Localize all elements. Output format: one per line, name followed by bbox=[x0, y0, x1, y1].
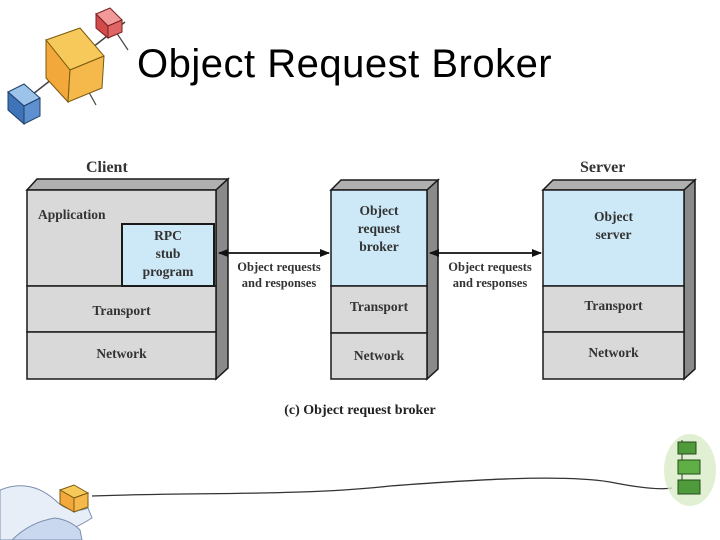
server-box bbox=[541, 178, 697, 381]
link-label-broker-server: Object requests and responses bbox=[439, 259, 541, 291]
broker-transport-label: Transport bbox=[349, 299, 409, 314]
slide-title: Object Request Broker bbox=[137, 42, 553, 86]
client-transport-label: Transport bbox=[92, 303, 151, 318]
link-label-client-broker: Object requests and responses bbox=[229, 259, 329, 291]
broker-box bbox=[329, 178, 440, 381]
client-application-label: Application bbox=[38, 207, 106, 222]
orb-diagram bbox=[25, 177, 697, 381]
client-stub-label: RPC stub program bbox=[142, 228, 194, 279]
cube-clipart-icon bbox=[7, 7, 129, 126]
client-title: Client bbox=[86, 159, 128, 176]
broker-name-label: Object request broker bbox=[357, 203, 401, 254]
server-name-label: Object server bbox=[594, 209, 633, 242]
diagram-caption: (c) Object request broker bbox=[284, 403, 436, 418]
client-network-label: Network bbox=[96, 346, 147, 361]
client-box bbox=[25, 177, 230, 381]
server-network-label: Network bbox=[588, 345, 639, 360]
server-title: Server bbox=[580, 159, 626, 176]
server-transport-label: Transport bbox=[584, 298, 643, 313]
hand-cube-clipart-icon bbox=[0, 434, 716, 540]
broker-network-label: Network bbox=[353, 348, 405, 363]
